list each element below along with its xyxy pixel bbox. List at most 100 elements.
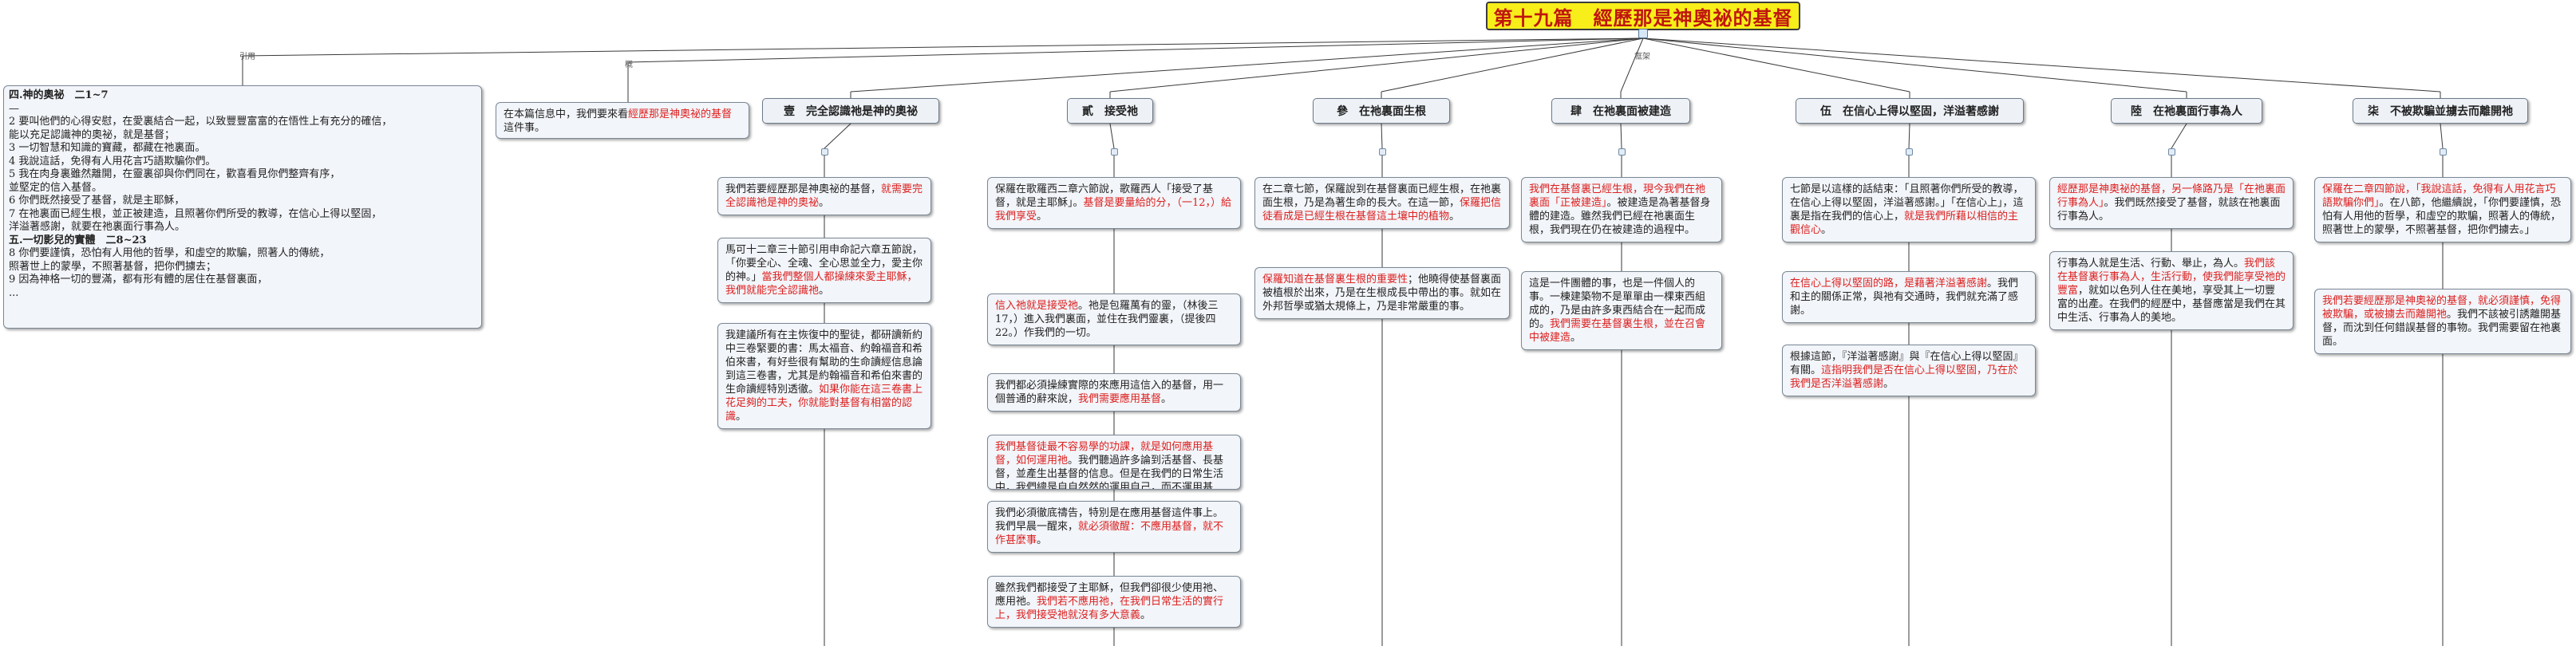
intro-box: 在本篇信息中，我們要來看經歷那是神奧祕的基督這件事。: [496, 102, 749, 139]
main-point-heading[interactable]: 壹 完全認識祂是神的奧祕: [762, 98, 939, 124]
main-point-heading[interactable]: 貳 接受祂: [1067, 98, 1153, 124]
outline-line: 4 我說這話，免得有人用花言巧語欺騙你們。: [9, 155, 216, 167]
highlight-text: 信入祂就是接受祂: [995, 300, 1079, 312]
highlight-text: 基督是要量給的分，（一12，）給我們享受: [995, 197, 1232, 223]
root-expand-handle[interactable]: [1638, 29, 1648, 38]
detail-box: 七節是以這樣的話結束：「且照著你們所受的教導，在信心上得以堅固，洋溢著感謝。」「…: [1782, 177, 2036, 242]
outline-heading-2: 五.一切影兒的實體 二8~23: [9, 234, 147, 246]
connector-to-main-point: [1642, 37, 2187, 93]
connector-to-details: [2171, 123, 2187, 149]
detail-text: 。在八節，他繼續說，「你們要謹慎，恐怕有人用他的哲學，和虛空的欺騙，照著人的傳統…: [2322, 197, 2562, 236]
expand-handle[interactable]: [1618, 148, 1626, 156]
detail-box: 在二章七節，保羅說到在基督裏面已經生根，在祂裏面生根，乃是為著生命的長大。在這一…: [1254, 177, 1510, 229]
connector-to-details: [824, 123, 851, 149]
main-point-heading[interactable]: 參 在祂裏面生根: [1313, 98, 1450, 124]
highlight-text: 就是我們所藉以相信的主觀信心: [1790, 211, 2019, 236]
connector-to-intro: [627, 37, 1644, 63]
highlight-text: 就必須徹醒：不應用基督，就不作甚麼事: [995, 521, 1224, 546]
highlight-text: 我們在基督裏已經生根，現今我們在祂裏面「正被建造」: [1529, 183, 1706, 209]
detail-box: 保羅在二章四節說，「我說這話，免得有人用花言巧語欺騙你們」。在八節，他繼續說，「…: [2314, 177, 2571, 242]
outline-line: 7 在祂裏面已經生根，並正被建造，且照著你們所受的教導，在信心上得以堅固，: [9, 207, 382, 220]
detail-box: 行事為人就是生活、行動、舉止，為人。我們該在基督裏行事為人，生活行動，使我們能享…: [2049, 251, 2294, 330]
detail-text: 我們必須徹底禱告，特別是在應用基督這件事上。我們早晨一醒來，: [995, 507, 1224, 533]
highlight-text: 經歷那是神奧祕的基督，另一條路乃是「在祂裏面行事為人」: [2057, 183, 2286, 209]
highlight-text: 保羅把信徒看成是已經生根在基督這土壤中的植物: [1262, 197, 1502, 223]
outline-line: 6 你們既然接受了基督，就是主耶穌，: [9, 195, 185, 207]
detail-text: 雖然我們都接受了主耶穌，但我們卻很少使用祂、應用祂。: [995, 582, 1224, 608]
outline-line: 照著世上的蒙學，不照著基督，把你們擄去；: [9, 260, 217, 273]
detail-text: 。我們不該被引誘離開基督，而沈到任何錯誤基督的事物。我們需要留在祂裏面。: [2322, 309, 2562, 348]
scripture-outline-box: 四.神的奧祕 二1~7 — 2 要叫他們的心得安慰，在愛裏結合一起，以致豐豐富富…: [3, 85, 482, 329]
connector-to-main-point: [1642, 37, 1910, 93]
detail-text: 。: [1161, 393, 1172, 405]
intro-text-end: 這件事。: [504, 122, 546, 134]
main-point-heading[interactable]: 陸 在祂裏面行事為人: [2111, 98, 2262, 124]
detail-text: 。我們既然接受了基督，就該在祂裏面行事為人。: [2057, 197, 2281, 223]
main-point-heading[interactable]: 柒 不被欺騙並擄去而離開祂: [2353, 98, 2528, 124]
detail-text: 。: [1570, 332, 1582, 344]
detail-text: 。: [1449, 211, 1460, 223]
detail-box: 我們都必須操練實際的來應用這信入的基督，用一個普通的辭來說，我們需要應用基督。: [987, 373, 1241, 412]
detail-text: 。: [819, 197, 830, 209]
detail-box: 保羅知道在基督裏生根的重要性；他曉得使基督裏面被植根於出來，乃是在生根成長中帶出…: [1254, 267, 1510, 319]
outline-line: 2 要叫他們的心得安慰，在愛裏結合一起，以致豐豐富富的在悟性上有充分的確信，: [9, 116, 393, 128]
detail-text: 馬可十二章三十節引用申命記六章五節說，「你要全心、全魂、全心思並全力，愛主你的神…: [725, 244, 923, 283]
outline-line: 9 因為神格一切的豐滿，都有形有體的居住在基督裏面，: [9, 274, 268, 286]
detail-text: 我們若要經歷那是神奧祕的基督，: [725, 183, 882, 195]
detail-box: 在信心上得以堅固的路，是藉著洋溢著感謝。我們和主的關係正常，與祂有交通時，我們就…: [1782, 271, 2036, 323]
highlight-text: 就需要完全認識祂是神的奧祕: [725, 183, 923, 209]
detail-text: 。祂是包羅萬有的靈，（林後三17，）進入我們裏面，並住在我們靈裏，（提後四22。…: [995, 300, 1219, 339]
highlight-text: 我們基督徒最不容易學的功課，就是如何應用基督，如何運用祂: [995, 441, 1214, 467]
intro-highlight: 經歷那是神奧祕的基督: [628, 108, 733, 120]
connector-to-main-point: [1381, 37, 1644, 93]
connector-to-details: [1908, 123, 1910, 149]
highlight-text: 這指明我們是否在信心上得以堅固，乃在於我們是否洋溢著感謝: [1790, 364, 2019, 390]
connector-to-details: [1109, 123, 1115, 149]
highlight-text: 當我們整個人都操練來愛主耶穌，我們就能完全認識祂: [725, 271, 918, 297]
outline-line: 能以充足認識神的奧祕，就是基督；: [9, 128, 176, 141]
outline-line: 5 我在肉身裏雖然離開，在靈裏卻與你們同在，歡喜看見你們整齊有序，: [9, 168, 341, 180]
outline-line: 洋溢著感謝，就要在祂裏面行事為人。: [9, 221, 186, 233]
connector-to-main-point: [1109, 37, 1644, 93]
highlight-text: 我們若要經歷那是神奧祕的基督，就必須謹慎，免得被欺騙，或被擄去而離開祂: [2322, 295, 2562, 321]
detail-box: 我們在基督裏已經生根，現今我們在祂裏面「正被建造」。被建造是為著基督身體的建造。…: [1521, 177, 1722, 242]
detail-box: 我們必須徹底禱告，特別是在應用基督這件事上。我們早晨一醒來，就必須徹醒：不應用基…: [987, 501, 1241, 553]
expand-handle[interactable]: [1111, 148, 1118, 156]
connector-to-details: [2440, 123, 2444, 149]
detail-text: 。被建造是為著基督身體的建造。雖然我們已經在祂裏面生根，我們現在仍在被建造的過程…: [1529, 197, 1711, 236]
main-point-heading[interactable]: 伍 在信心上得以堅固，洋溢著感謝: [1796, 98, 2024, 124]
edge-label-intro: 概: [625, 61, 633, 69]
outline-line: 並堅定的信入基督。: [9, 181, 103, 194]
detail-text: 七節是以這樣的話結束：「且照著你們所受的教導，在信心上得以堅固，洋溢著感謝。」「…: [1790, 183, 2024, 223]
expand-handle[interactable]: [2168, 148, 2175, 156]
main-point-heading[interactable]: 肆 在祂裏面被建造: [1551, 98, 1690, 124]
detail-text: 這是一件團體的事，也是一件個人的事。一棟建築物不是單單由一棵東西組成的，乃是由許…: [1529, 278, 1706, 330]
outline-line: 8 你們要謹慎，恐怕有人用他的哲學，和虛空的欺騙，照著人的傳統，: [9, 247, 330, 259]
connector-to-outline: [242, 37, 1644, 57]
connector-to-details: [1381, 123, 1383, 149]
detail-text: 在二章七節，保羅說到在基督裏面已經生根，在祂裏面生根，乃是為著生命的長大。在這一…: [1262, 183, 1502, 209]
detail-box: 信入祂就是接受祂。祂是包羅萬有的靈，（林後三17，）進入我們裏面，並住在我們靈裏…: [987, 293, 1241, 345]
detail-box: 我建議所有在主恢復中的聖徒，都研讀新約中三卷緊要的書：馬太福音、約翰福音和希伯來…: [717, 323, 931, 429]
expand-handle[interactable]: [1379, 148, 1386, 156]
expand-handle[interactable]: [821, 148, 828, 156]
detail-box: 經歷那是神奧祕的基督，另一條路乃是「在祂裏面行事為人」。我們既然接受了基督，就該…: [2049, 177, 2294, 229]
connector-to-details: [1620, 123, 1622, 149]
highlight-text: 如果你能在這三卷書上花足夠的工夫，你就能對基督有相當的認識: [725, 384, 923, 423]
highlight-text: 我們需要應用基督: [1078, 393, 1162, 405]
outline-dash: —: [9, 102, 19, 115]
detail-text: 。: [1140, 609, 1152, 621]
outline-heading: 四.神的奧祕 二1~7: [9, 89, 109, 101]
detail-box: 保羅在歌羅西二章六節說，歌羅西人「接受了基督，就是主耶穌」。基督是要量給的分，（…: [987, 177, 1241, 229]
highlight-text: 我們若不應用祂，在我們日常生活的實行上，我們接受祂就沒有多大意義: [995, 596, 1224, 621]
connector-to-main-point: [850, 37, 1644, 93]
detail-text: 。: [1821, 224, 1832, 236]
detail-box: 我們基督徒最不容易學的功課，就是如何應用基督，如何運用祂。我們聽過許多論到活基督…: [987, 435, 1241, 490]
detail-box: 馬可十二章三十節引用申命記六章五節說，「你要全心、全魂、全心思並全力，愛主你的神…: [717, 238, 931, 303]
detail-box: 雖然我們都接受了主耶穌，但我們卻很少使用祂、應用祂。我們若不應用祂，在我們日常生…: [987, 576, 1241, 628]
expand-handle[interactable]: [2440, 148, 2447, 156]
expand-handle[interactable]: [1906, 148, 1913, 156]
intro-text: 在本篇信息中，我們要來看: [504, 108, 629, 120]
connector-to-main-point: [1642, 37, 2441, 93]
detail-text: 我們都必須操練實際的來應用這信入的基督，用一個普通的辭來說，: [995, 380, 1224, 405]
